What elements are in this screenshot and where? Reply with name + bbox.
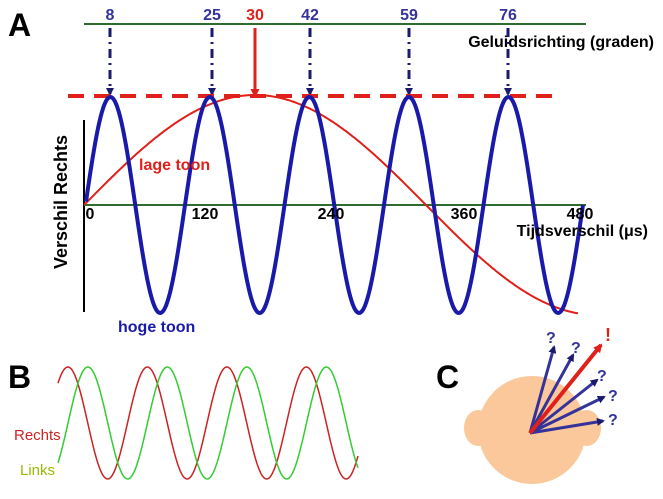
x-axis-label: Tijdsverschil (μs) (517, 223, 648, 240)
highlighted-direction-label: 30 (246, 7, 264, 24)
panel-b-letter: B (8, 359, 31, 395)
direction-guess-arrow (528, 345, 557, 434)
direction-label: 59 (400, 7, 418, 24)
panel-c: ? ? ? ? ? ! (464, 325, 618, 484)
low-tone-label: lage toon (139, 157, 210, 174)
low-tone-curve (83, 94, 579, 315)
x-tick-label: 120 (192, 206, 219, 223)
direction-label: 25 (203, 7, 221, 24)
right-ear-wave (57, 366, 359, 480)
direction-axis-label: Geluidsrichting (graden) (468, 34, 654, 51)
high-tone-label: hoge toon (118, 319, 195, 336)
panel-b: Rechts Links (14, 366, 359, 480)
direction-markers: 8 25 42 59 76 (106, 7, 517, 96)
uncertain-mark: ? (608, 388, 618, 405)
panel-a-letter: A (8, 7, 31, 43)
high-tone-curve (84, 94, 585, 316)
x-tick-label: 480 (567, 206, 594, 223)
panel-c-letter: C (436, 359, 459, 395)
direction-label: 76 (499, 7, 517, 24)
direction-guess-arrow (529, 378, 599, 435)
left-ear-wave (57, 366, 359, 480)
x-tick-label: 360 (451, 206, 478, 223)
uncertain-mark: ? (571, 340, 581, 357)
uncertain-mark: ? (608, 412, 618, 429)
right-ear-label: Rechts (14, 427, 61, 444)
y-axis-label: Verschil Rechts (51, 135, 71, 269)
direction-guess-arrow (529, 395, 606, 435)
left-ear-label: Links (20, 462, 55, 479)
certain-mark: ! (605, 325, 611, 345)
panel-a: Geluidsrichting (graden) 8 25 42 59 76 3… (51, 7, 654, 336)
uncertain-mark: ? (597, 368, 607, 385)
direction-guess-arrow (528, 353, 575, 434)
uncertain-mark: ? (546, 330, 556, 347)
direction-label: 8 (106, 7, 115, 24)
x-tick-label: 240 (318, 206, 345, 223)
true-direction-arrow (528, 343, 603, 435)
x-tick-label: 0 (86, 206, 95, 223)
direction-guess-arrow (529, 418, 605, 435)
direction-label: 42 (301, 7, 319, 24)
